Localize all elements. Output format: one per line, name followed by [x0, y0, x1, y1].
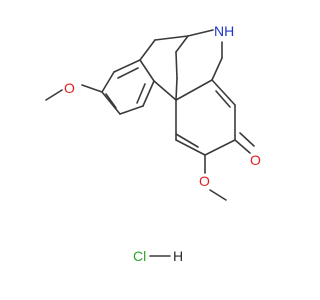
methoxy-oxygen-left-label: O	[64, 80, 75, 96]
methoxy-oxygen-right-label: O	[199, 173, 210, 189]
bond	[139, 59, 155, 82]
bond	[154, 35, 189, 41]
bond	[119, 105, 144, 115]
chlorine-label: Cl	[133, 248, 146, 264]
bond	[101, 91, 121, 115]
bond	[209, 189, 227, 201]
bond	[234, 139, 251, 154]
bond	[136, 83, 146, 104]
bond	[105, 93, 117, 109]
ketone-oxygen-label: O	[250, 152, 261, 168]
bond	[101, 71, 115, 93]
bond	[175, 51, 178, 79]
bond	[139, 39, 156, 61]
bond	[81, 84, 103, 93]
bond	[211, 57, 223, 81]
bond	[239, 132, 255, 147]
bond	[204, 139, 236, 156]
bond	[211, 79, 236, 106]
bond	[175, 139, 206, 156]
hydrogen-label: H	[173, 248, 183, 264]
nh-label: NH	[214, 23, 234, 39]
bond	[215, 90, 231, 108]
bond	[153, 80, 177, 101]
bond	[187, 29, 214, 37]
bond	[175, 79, 213, 101]
molecule-diagram: NH O O O Cl H	[45, 23, 261, 264]
structure-canvas: NH O O O Cl H	[45, 23, 261, 264]
bond	[142, 80, 155, 107]
bond	[45, 89, 63, 101]
bond	[113, 59, 141, 73]
bond	[117, 67, 139, 79]
bond	[175, 77, 178, 101]
bond	[175, 35, 189, 53]
bond	[175, 133, 199, 148]
